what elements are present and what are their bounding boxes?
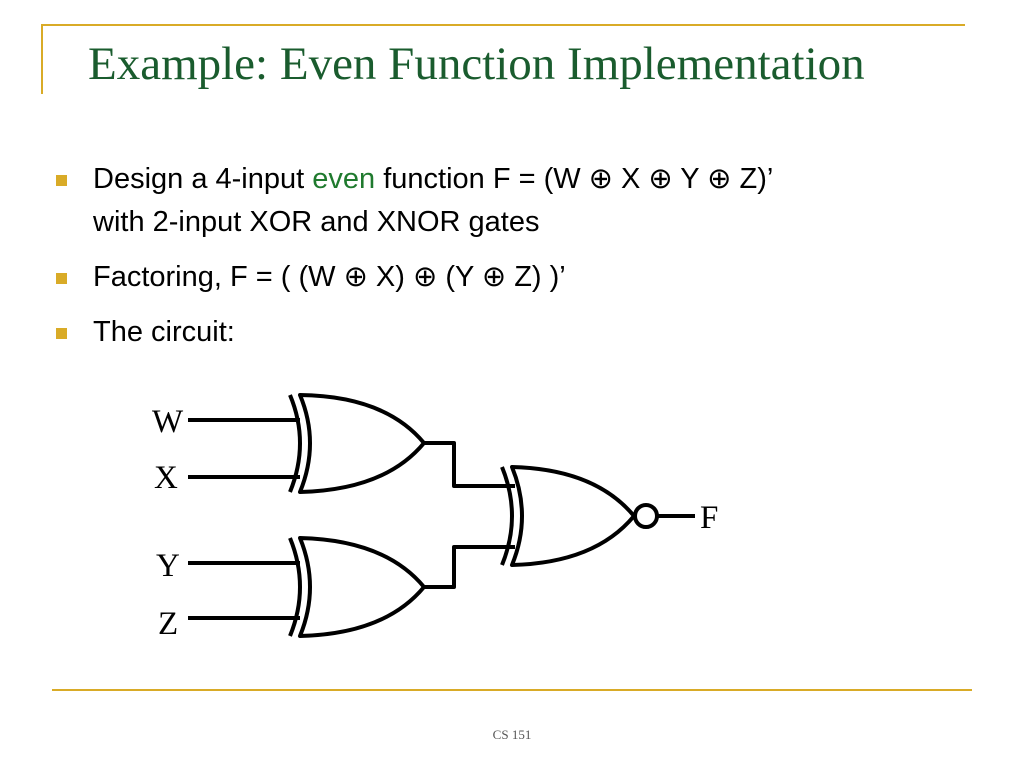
title-frame-left-rule — [41, 24, 43, 94]
bullet-line-2: with 2-input XOR and XNOR gates — [93, 206, 540, 238]
slide-title: Example: Even Function Implementation — [88, 38, 865, 90]
label-y: Y — [156, 548, 180, 584]
highlight-even: even — [312, 163, 376, 195]
square-bullet-icon — [56, 273, 67, 284]
xnor-gate — [500, 465, 659, 567]
bullet-item-design: Design a 4-input even function F = (W ⊕ … — [54, 158, 984, 244]
label-w: W — [152, 404, 184, 440]
wire-xor-bottom-out — [424, 545, 515, 589]
bullet-item-circuit: The circuit: — [54, 311, 984, 354]
footer-rule — [52, 689, 972, 691]
title-frame-top-rule — [41, 24, 965, 26]
xor-gate-bottom — [288, 536, 426, 638]
label-z: Z — [158, 606, 178, 642]
label-f: F — [700, 500, 718, 536]
xor-gate-top — [288, 393, 426, 494]
square-bullet-icon — [56, 328, 67, 339]
bullet-text: Factoring, F = ( (W ⊕ X) ⊕ (Y ⊕ Z) )’ — [93, 261, 566, 293]
wire-xor-top-out — [424, 441, 515, 488]
square-bullet-icon — [56, 175, 67, 186]
bullet-list: Design a 4-input even function F = (W ⊕ … — [54, 158, 984, 366]
bullet-text: The circuit: — [93, 316, 235, 348]
label-x: X — [154, 460, 178, 496]
bullet-text: function F = (W ⊕ X ⊕ Y ⊕ Z)’ — [375, 163, 774, 195]
circuit-diagram: W X Y Z F — [152, 393, 718, 642]
bullet-text: Design a 4-input — [93, 163, 313, 195]
footer-text: CS 151 — [492, 727, 532, 742]
bullet-item-factoring: Factoring, F = ( (W ⊕ X) ⊕ (Y ⊕ Z) )’ — [54, 256, 984, 299]
bullet-line: Design a 4-input even function F = (W ⊕ … — [93, 158, 984, 201]
